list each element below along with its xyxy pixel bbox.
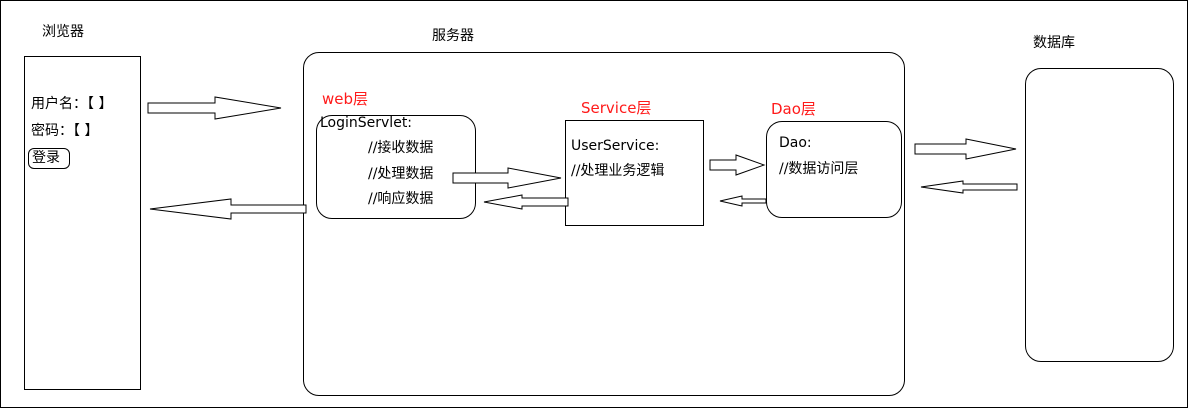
database-title: 数据库: [1033, 35, 1075, 51]
server-title: 服务器: [432, 28, 474, 44]
web-step-respond: //响应数据: [368, 191, 434, 207]
server-box: [303, 52, 905, 396]
arrow-service-to-web: [483, 194, 569, 210]
dao-layer-box: [766, 121, 902, 218]
database-box: [1025, 68, 1174, 362]
service-layer-class: UserService:: [571, 138, 660, 154]
arrow-response-to-browser: [149, 198, 307, 220]
web-step-process: //处理数据: [368, 166, 434, 182]
arrow-database-to-dao: [920, 180, 1018, 194]
web-layer-box: [316, 115, 476, 219]
web-step-receive: //接收数据: [368, 140, 434, 156]
dao-layer-comment: //数据访问层: [779, 161, 859, 177]
web-layer-title: web层: [322, 90, 369, 108]
browser-title: 浏览器: [42, 24, 84, 40]
dao-layer-class: Dao:: [779, 135, 812, 151]
password-label: 密码：【 】: [31, 123, 99, 139]
service-layer-box: [565, 120, 704, 226]
arrow-service-to-dao: [709, 154, 766, 176]
dao-layer-title: Dao层: [771, 100, 816, 118]
service-layer-title: Service层: [581, 99, 652, 117]
username-label: 用户名：【 】: [31, 96, 113, 112]
arrow-request-to-web: [147, 96, 282, 120]
service-layer-comment: //处理业务逻辑: [571, 163, 665, 179]
browser-box: [24, 56, 141, 390]
arrow-web-to-service: [452, 167, 562, 189]
arrow-dao-to-database: [914, 138, 1017, 160]
web-layer-class: LoginServlet:: [320, 115, 413, 131]
arrow-dao-to-service: [719, 195, 767, 207]
login-button[interactable]: 登录: [28, 148, 70, 169]
